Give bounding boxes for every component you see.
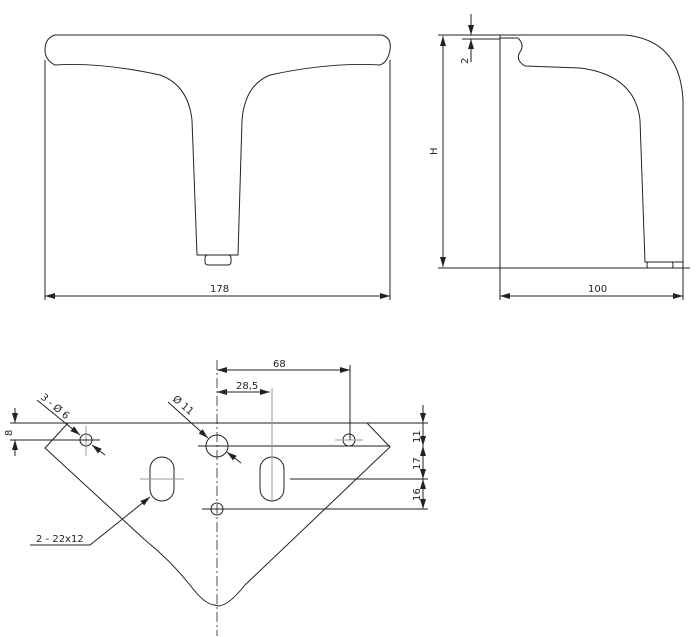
dim-100: 100 bbox=[588, 284, 607, 295]
dim-16: 16 bbox=[412, 488, 423, 501]
big-hole-label: Ø 11 bbox=[170, 393, 196, 417]
dim-68: 68 bbox=[273, 359, 286, 370]
front-view: 178 bbox=[44, 34, 391, 300]
plate-view: 68 28,5 Ø 11 3 - Ø 6 8 11 17 16 2 - 22x1… bbox=[4, 359, 428, 636]
small-holes-label: 3 - Ø 6 bbox=[38, 391, 72, 422]
dim-178: 178 bbox=[210, 284, 229, 295]
dim-8: 8 bbox=[4, 430, 15, 436]
dim-2: 2 bbox=[460, 58, 471, 64]
dim-11: 11 bbox=[412, 430, 423, 443]
dim-h: H bbox=[429, 147, 440, 155]
side-view: H 2 100 bbox=[429, 14, 690, 300]
slots-label: 2 - 22x12 bbox=[36, 534, 84, 545]
dim-17: 17 bbox=[412, 457, 423, 470]
dim-28-5: 28,5 bbox=[236, 381, 258, 392]
